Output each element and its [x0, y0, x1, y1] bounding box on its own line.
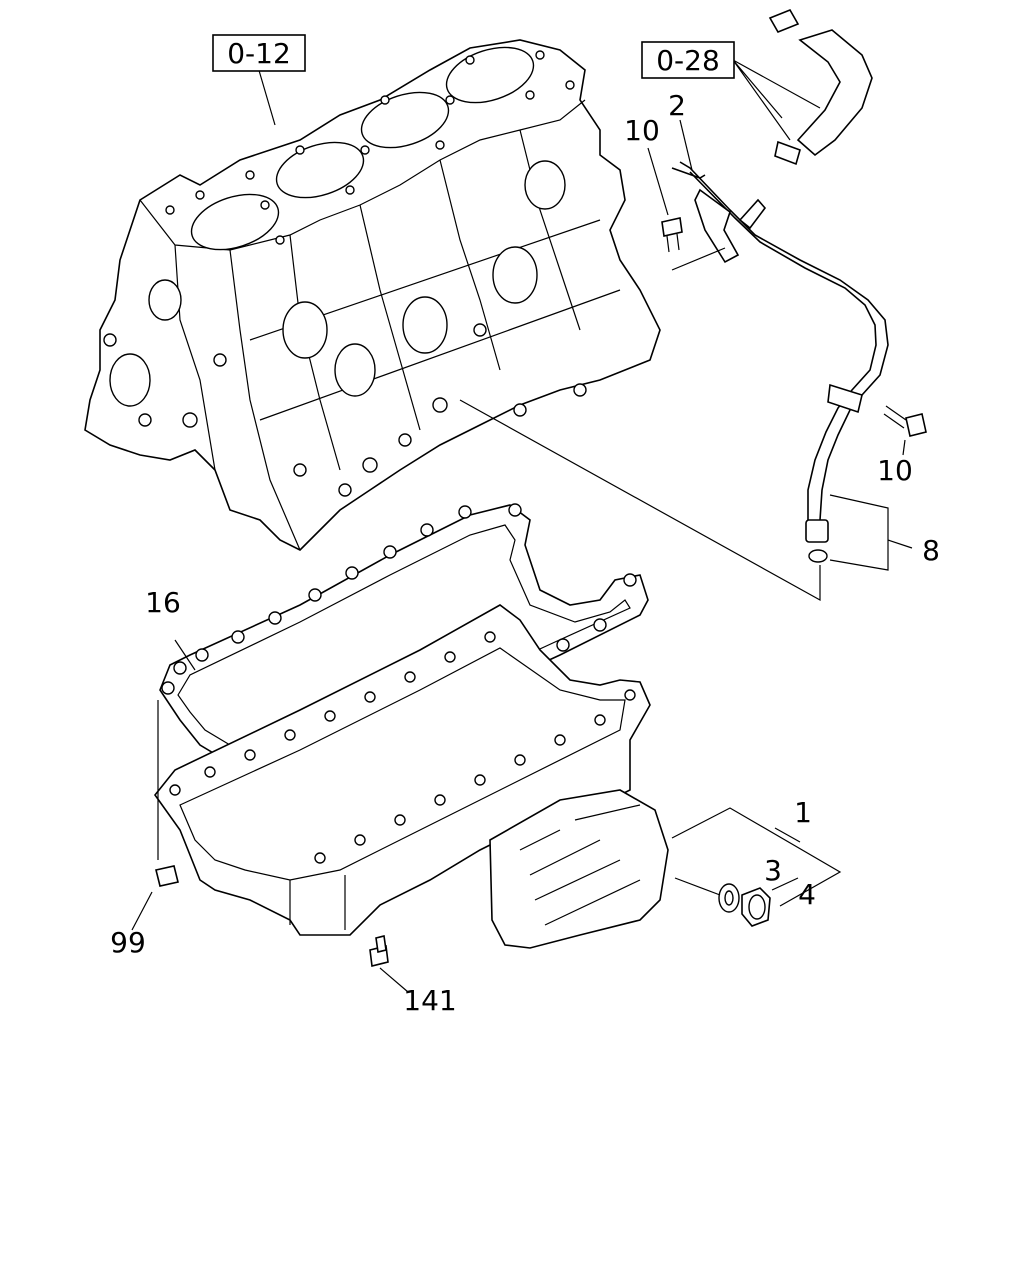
ref-label-0-12: 0-12: [227, 37, 291, 70]
engine-block: [84, 39, 661, 551]
ref-box-0-28[interactable]: 0-28: [641, 41, 735, 79]
callout-3[interactable]: 3: [764, 854, 782, 887]
callout-16[interactable]: 16: [145, 586, 181, 619]
callout-4[interactable]: 4: [798, 878, 816, 911]
bolt-141: [369, 935, 389, 967]
drain-plug-4: [741, 887, 771, 927]
dipstick-assembly: [671, 161, 889, 563]
callout-10-right[interactable]: 10: [877, 454, 913, 487]
callout-99[interactable]: 99: [110, 926, 146, 959]
callout-141[interactable]: 141: [403, 984, 456, 1017]
callout-10-top[interactable]: 10: [624, 114, 660, 147]
washer-3: [718, 883, 740, 913]
callout-8[interactable]: 8: [922, 534, 940, 567]
ref-label-0-28: 0-28: [656, 44, 720, 77]
oil-pan: [153, 604, 669, 949]
leader-lines: [131, 59, 913, 993]
bolt-10-right: [883, 405, 927, 437]
bolt-10-top: [661, 217, 683, 253]
ref-box-0-12[interactable]: 0-12: [212, 34, 306, 72]
callout-2[interactable]: 2: [668, 89, 686, 122]
breather-hose: [768, 8, 873, 166]
plug-99: [155, 865, 179, 887]
callout-1[interactable]: 1: [794, 796, 812, 829]
